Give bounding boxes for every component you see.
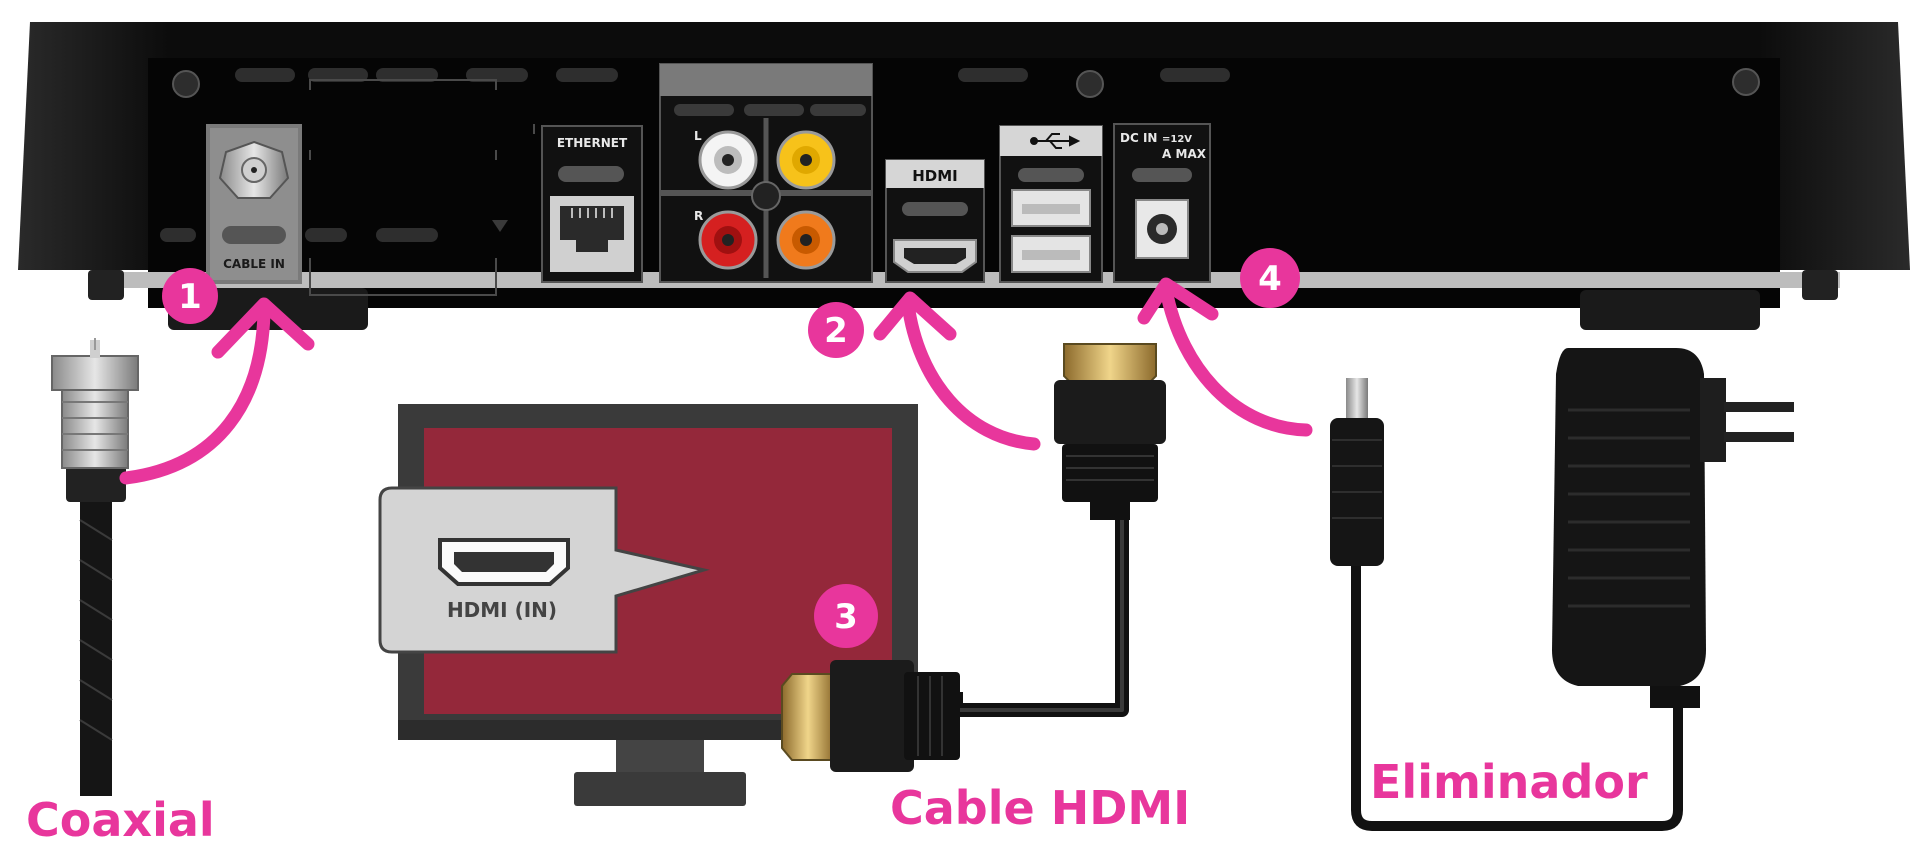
connection-arrows [119, 277, 1313, 485]
dc-plug-icon [1330, 378, 1384, 566]
tv-hdmi-callout: HDMI (IN) [378, 486, 710, 654]
rca-yellow-jack-icon [776, 130, 836, 190]
hdmi-plug-upper-icon [1054, 343, 1166, 520]
empty-slot-outline [309, 79, 535, 296]
step-badge-3: 3 [814, 584, 878, 648]
set-top-box: CABLE IN ETHERNET L R [18, 22, 1910, 330]
tv-stand-neck [616, 740, 704, 776]
caption-power-adapter: Eliminador [1370, 755, 1648, 809]
triangle-marker-icon [492, 220, 508, 232]
rca-orange-jack-icon [776, 210, 836, 270]
ethernet-port: ETHERNET [541, 125, 643, 283]
dc-in-port: DC IN =12V A MAX [1113, 123, 1211, 283]
audio-right-label: R [694, 209, 703, 223]
power-adapter [1330, 348, 1794, 831]
ethernet-label: ETHERNET [557, 136, 628, 150]
arrowhead-hdmi [873, 291, 957, 341]
step-badge-4: 4 [1240, 248, 1300, 308]
cable-in-port: CABLE IN [206, 124, 302, 284]
usb-ports [999, 125, 1103, 283]
power-wire [1351, 562, 1683, 831]
tv-hdmi-in-label: HDMI (IN) [447, 598, 557, 622]
dc-jack-icon [1135, 199, 1189, 259]
hdmi-cable [781, 343, 1166, 772]
wall-adapter-icon [1552, 348, 1794, 708]
rca-red-jack-icon [698, 210, 758, 270]
av-ports: L R [659, 63, 873, 283]
cable-in-label: CABLE IN [223, 257, 285, 271]
screw-icon [172, 68, 1760, 98]
arrow-hdmi-to-box [901, 297, 1041, 451]
vent-slots [160, 68, 1230, 242]
caption-hdmi-cable: Cable HDMI [890, 781, 1190, 835]
hdmi-port: HDMI [885, 159, 985, 283]
device-foot-pad-right [1580, 290, 1760, 330]
arrow-coax-to-cable-in [119, 305, 271, 485]
dc-amp-label: A MAX [1162, 147, 1207, 161]
caption-coaxial: Coaxial [26, 793, 215, 847]
dc-in-label: DC IN [1120, 131, 1157, 145]
arrow-power-to-dc-in [1159, 283, 1313, 437]
coaxial-cable [51, 338, 139, 796]
rca-white-jack-icon [698, 130, 758, 190]
arrowhead-coax [211, 297, 315, 359]
svg-text:1: 1 [178, 277, 202, 317]
device-foot-right [1802, 270, 1838, 300]
svg-text:3: 3 [834, 597, 858, 637]
audio-left-label: L [694, 129, 702, 143]
hdmi-wire [949, 512, 1129, 717]
coax-plug-icon [61, 385, 129, 469]
arrowhead-power [1137, 277, 1219, 325]
device-foot-left [88, 270, 124, 300]
step-badge-1: 1 [162, 268, 218, 324]
usb-icon [1030, 133, 1081, 149]
coax-wire [80, 496, 112, 796]
svg-text:2: 2 [824, 311, 848, 351]
dc-rating-label: =12V [1162, 134, 1192, 145]
step-badge-2: 2 [808, 302, 864, 358]
hdmi-plug-lower-icon [781, 660, 960, 772]
tv-stand-base [574, 772, 746, 806]
hdmi-label: HDMI [912, 167, 958, 185]
svg-text:4: 4 [1258, 259, 1282, 299]
